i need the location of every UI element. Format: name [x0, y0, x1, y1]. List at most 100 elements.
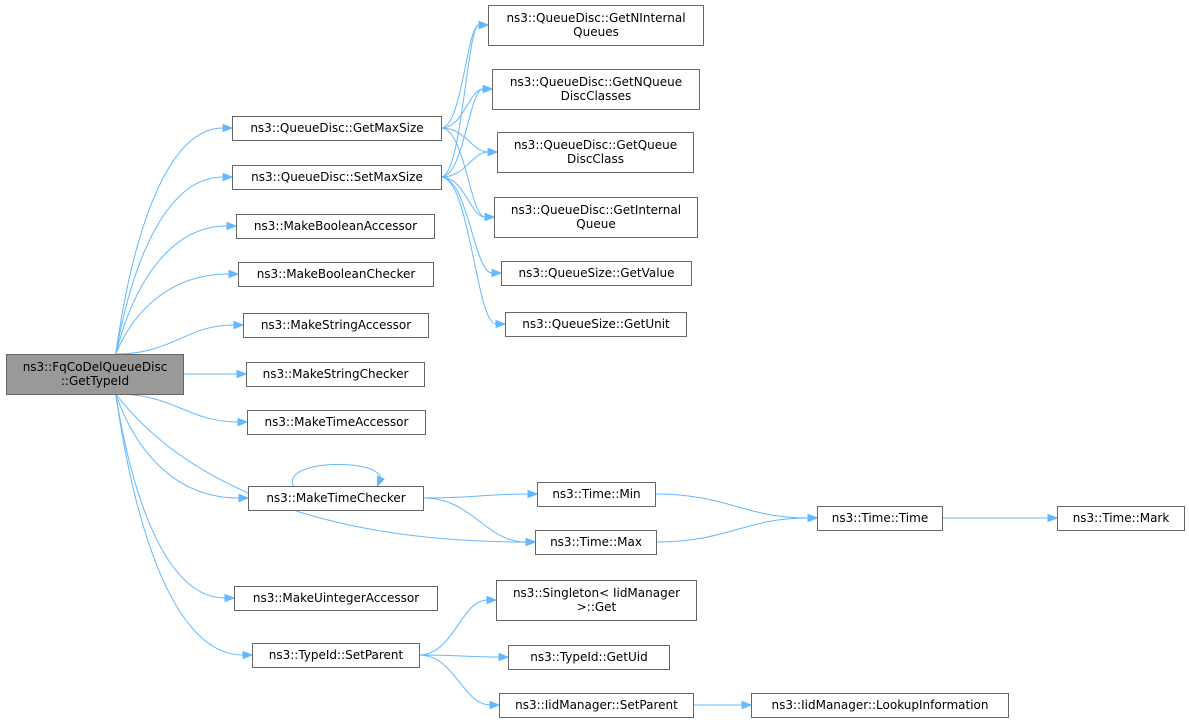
node-box [6, 354, 184, 395]
edge-root-to-makeStrChk [182, 369, 248, 379]
node-ns3-queuedisc-setmaxsize[interactable]: ns3::QueueDisc::SetMaxSize [232, 165, 442, 190]
node-label: ns3::QueueDisc::SetMaxSize [251, 170, 423, 184]
edge-arrowhead [376, 475, 385, 488]
node-ns3-time-time[interactable]: ns3::Time::Time [817, 506, 943, 531]
node-label: ns3::IidManager::SetParent [515, 698, 678, 712]
node-ns3-queuesize-getvalue[interactable]: ns3::QueueSize::GetValue [501, 261, 692, 286]
node-label: ns3::Time::Mark [1073, 511, 1170, 525]
node-label: ns3::Time::Max [550, 535, 642, 549]
edge-setMaxSize-to-getNInternalQueues [440, 20, 490, 178]
edge-arrowhead [491, 268, 503, 278]
node-ns3-makebooleanchecker[interactable]: ns3::MakeBooleanChecker [238, 262, 434, 287]
node-label: ns3::MakeBooleanAccessor [254, 219, 417, 233]
node-label: >::Get [577, 600, 617, 614]
node-label: ns3::QueueDisc::GetQueue [514, 138, 677, 152]
node-box [817, 506, 943, 531]
node-ns3-time-min[interactable]: ns3::Time::Min [537, 482, 656, 507]
node-ns3-makeuintegeraccessor[interactable]: ns3::MakeUintegerAccessor [234, 586, 438, 611]
edge-line [418, 654, 500, 658]
node-label: ns3::FqCoDelQueueDisc [23, 360, 168, 374]
node-box [508, 645, 670, 670]
node-label: ns3::TypeId::SetParent [269, 648, 404, 662]
edge-makeTimeChk-to-timeMin [422, 489, 539, 499]
node-label: ns3::MakeStringAccessor [261, 318, 411, 332]
node-ns3-maketimeaccessor[interactable]: ns3::MakeTimeAccessor [247, 410, 426, 435]
edge-arrowhead [484, 212, 496, 222]
node-ns3-makestringchecker[interactable]: ns3::MakeStringChecker [246, 362, 425, 387]
node-box [488, 5, 704, 46]
edge-arrowhead [807, 513, 819, 523]
edge-line [440, 24, 480, 178]
node-label: ns3::Time::Time [832, 511, 928, 525]
node-ns3-queuedisc-getmaxsize[interactable]: ns3::QueueDisc::GetMaxSize [232, 116, 442, 141]
node-ns3-iidmanager-lookupinformation[interactable]: ns3::IidManager::LookupInformation [751, 693, 1009, 718]
node-label: Queues [573, 25, 619, 39]
node-box [499, 693, 694, 718]
node-ns3-typeid-setparent[interactable]: ns3::TypeId::SetParent [252, 643, 420, 668]
edge-timeMax-to-timeTime [655, 513, 819, 543]
edge-iidSetParent-to-lookupInfo [693, 700, 753, 710]
edge-root-to-makeStrAcc [115, 320, 245, 355]
node-ns3-fqcodelqueuedisc-gettypeid[interactable]: ns3::FqCoDelQueueDisc::GetTypeId [6, 354, 184, 395]
edge-arrowhead [1047, 513, 1059, 523]
edge-setMaxSize-to-qsGetValue [440, 176, 503, 278]
node-box [501, 261, 692, 286]
edge-arrowhead [222, 172, 234, 182]
edge-arrowhead [486, 595, 498, 605]
edge-arrowhead [238, 493, 250, 503]
node-label: ns3::Singleton< IidManager [513, 586, 680, 600]
edge-arrowhead [228, 269, 240, 279]
edge-setMaxSize-to-getNQueueDiscClasses [440, 84, 494, 178]
node-label: ns3::QueueSize::GetUnit [522, 317, 670, 331]
node-ns3-singleton-iidmanager-get[interactable]: ns3::Singleton< IidManager>::Get [496, 580, 697, 621]
node-ns3-makestringaccessor[interactable]: ns3::MakeStringAccessor [243, 313, 429, 338]
edge-timeMin-to-timeTime [654, 493, 819, 523]
node-box [238, 262, 434, 287]
edge-arrowhead [224, 593, 236, 603]
edge-line [655, 517, 809, 543]
node-label: ns3::QueueSize::GetValue [518, 266, 674, 280]
edge-getMaxSize-to-getNInternalQueues [440, 20, 490, 129]
node-label: ns3::MakeTimeChecker [266, 491, 405, 505]
edge-setParent-to-singletonGet [418, 595, 498, 656]
edge-line [418, 654, 491, 706]
node-label: ::GetTypeId [61, 374, 129, 388]
edge-setParent-to-iidSetParent [418, 654, 501, 710]
node-label: ns3::MakeTimeAccessor [265, 415, 409, 429]
node-ns3-time-max[interactable]: ns3::Time::Max [535, 530, 657, 555]
edge-root-to-makeBoolChk [115, 269, 240, 355]
node-box [751, 693, 1009, 718]
edge-root-to-makeBoolAcc [115, 221, 238, 355]
edge-arrowhead [487, 147, 499, 157]
edge-arrowhead [495, 319, 507, 329]
edge-line [115, 225, 228, 355]
node-box [1057, 506, 1185, 531]
edge-arrowhead [236, 369, 248, 379]
node-ns3-typeid-getuid[interactable]: ns3::TypeId::GetUid [508, 645, 670, 670]
edge-timeTime-to-timeMark [942, 513, 1059, 523]
node-ns3-time-mark[interactable]: ns3::Time::Mark [1057, 506, 1185, 531]
node-ns3-queuesize-getunit[interactable]: ns3::QueueSize::GetUnit [505, 312, 687, 337]
node-ns3-iidmanager-setparent[interactable]: ns3::IidManager::SetParent [499, 693, 694, 718]
edge-arrowhead [242, 650, 254, 660]
node-box [537, 482, 656, 507]
node-box [252, 643, 420, 668]
edge-line [440, 24, 480, 129]
edge-arrowhead [226, 221, 238, 231]
edge-arrowhead [489, 700, 501, 710]
edge-line [291, 464, 381, 487]
edge-root-to-getMaxSize [115, 123, 234, 355]
edge-root-to-setMaxSize [115, 172, 234, 355]
edge-line [440, 127, 489, 153]
node-ns3-makebooleanaccessor[interactable]: ns3::MakeBooleanAccessor [236, 214, 435, 239]
node-ns3-maketimechecker[interactable]: ns3::MakeTimeChecker [248, 486, 424, 511]
edge-arrowhead [222, 123, 234, 133]
edge-line [422, 497, 527, 543]
node-box [505, 312, 687, 337]
edge-line [654, 493, 809, 519]
edge-arrowhead [525, 537, 537, 547]
